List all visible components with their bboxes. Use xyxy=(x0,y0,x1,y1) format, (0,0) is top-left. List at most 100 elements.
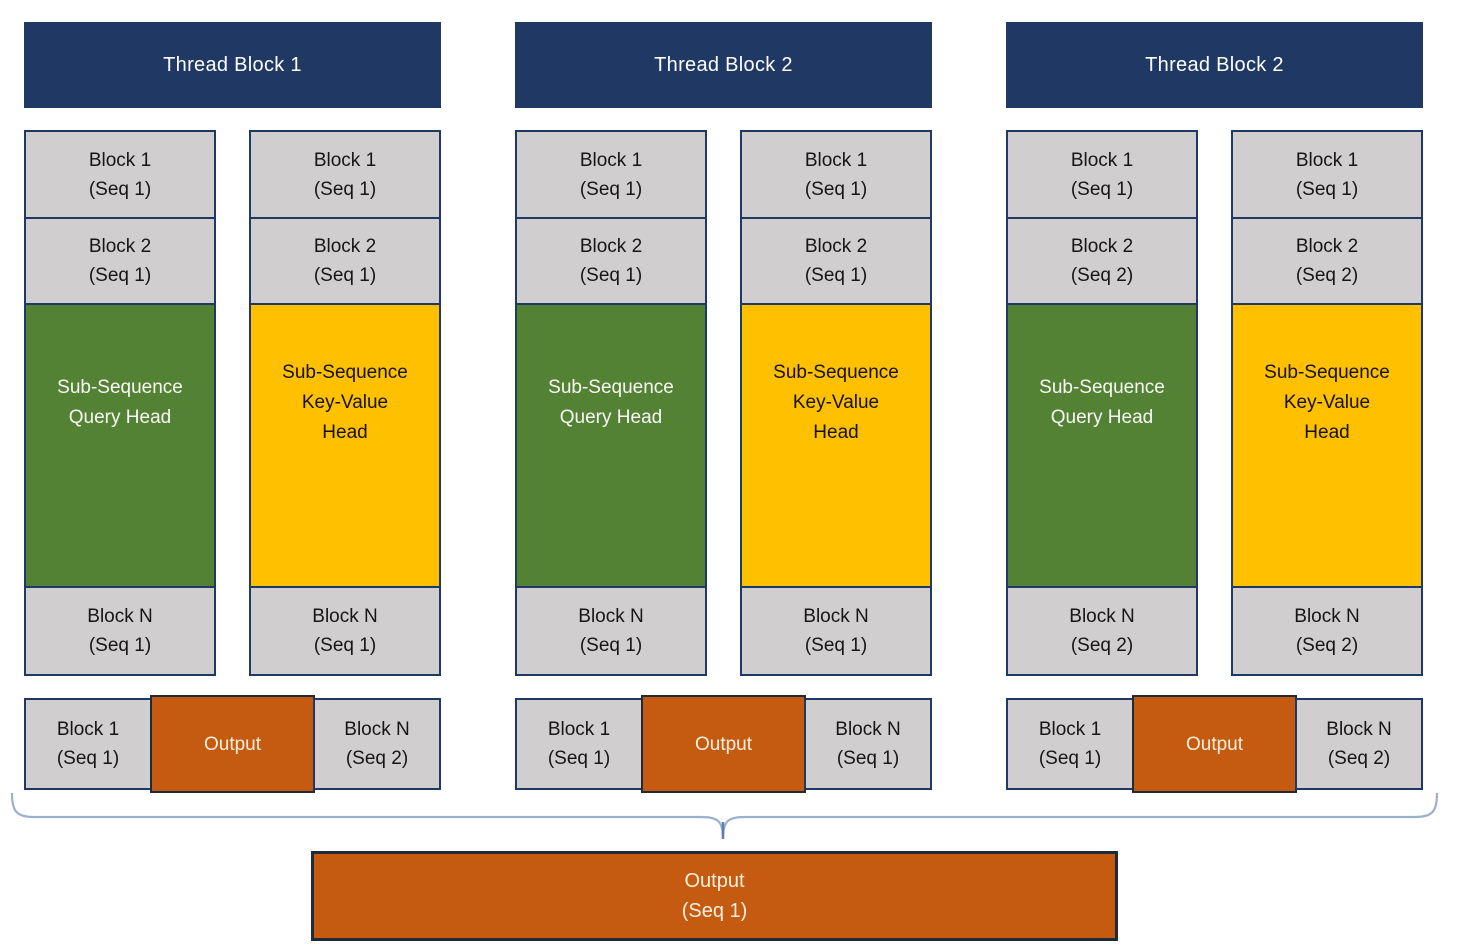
block-label-line: Block 2 xyxy=(88,236,152,257)
block-label-line: Block 1 xyxy=(88,149,152,171)
block-label-line: Block 1 xyxy=(1038,719,1102,740)
block-cell: Block 2 (Seq 2) xyxy=(1231,217,1423,305)
block-seq-line: (Seq 1) xyxy=(88,178,152,200)
block-label-line: Block N xyxy=(578,606,644,627)
head-label-line: Head xyxy=(1304,422,1350,443)
block-cell: Block N (Seq 1) xyxy=(740,586,932,676)
block-cell: Block 1 (Seq 1) xyxy=(1231,130,1423,219)
block-seq-line: (Seq 1) xyxy=(579,178,643,200)
block-cell: Block N (Seq 2) xyxy=(313,698,441,790)
block-seq-line: (Seq 2) xyxy=(1070,265,1134,286)
block-seq-line: (Seq 1) xyxy=(313,265,377,286)
block-label-line: Block 1 xyxy=(56,719,120,740)
block-label-line: Block 2 xyxy=(804,236,868,257)
block-label-line: Block N xyxy=(835,719,901,740)
head-label-line: Head xyxy=(322,422,368,443)
key-value-head-cell: Sub-Sequence Key-Value Head xyxy=(249,303,441,588)
head-label-line: Sub-Sequence xyxy=(1039,377,1165,398)
block-cell: Block 2 (Seq 1) xyxy=(249,217,441,305)
head-label-line: Key-Value xyxy=(792,392,880,413)
block-cell: Block N (Seq 1) xyxy=(515,586,707,676)
block-label-line: Block N xyxy=(87,606,153,627)
thread-block-header: Thread Block 2 xyxy=(1006,22,1423,108)
block-label-line: Block 2 xyxy=(313,236,377,257)
output-label: Output xyxy=(203,733,262,755)
thread-block-group-3: Thread Block 2 Block 1 (Seq 1) Block 2 (… xyxy=(1006,22,1423,793)
block-label-line: Block N xyxy=(803,606,869,627)
block-seq-line: (Seq 1) xyxy=(836,748,900,769)
block-seq-line: (Seq 1) xyxy=(313,635,377,656)
output-row: Block 1 (Seq 1) Output Block N (Seq 1) xyxy=(515,695,932,793)
thread-block-group-1: Thread Block 1 Block 1 (Seq 1) Block 2 (… xyxy=(24,22,441,793)
key-value-head-cell: Sub-Sequence Key-Value Head xyxy=(740,303,932,588)
block-seq-line: (Seq 1) xyxy=(88,265,152,286)
block-seq-line: (Seq 2) xyxy=(345,748,409,769)
block-cell: Block 1 (Seq 1) xyxy=(740,130,932,219)
block-cell: Block 1 (Seq 1) xyxy=(24,130,216,219)
final-output-block: Output (Seq 1) xyxy=(311,851,1118,941)
thread-block-title: Thread Block 2 xyxy=(654,53,793,76)
block-cell: Block 1 (Seq 1) xyxy=(1006,130,1198,219)
query-column: Block 1 (Seq 1) Block 2 (Seq 1) Sub-Sequ… xyxy=(515,130,707,676)
final-output-label: Output xyxy=(684,870,745,892)
block-seq-line: (Seq 2) xyxy=(1295,265,1359,286)
block-seq-line: (Seq 1) xyxy=(804,178,868,200)
block-label-line: Block 1 xyxy=(1070,149,1134,171)
head-label-line: Sub-Sequence xyxy=(1264,362,1390,383)
block-cell: Block 2 (Seq 1) xyxy=(515,217,707,305)
head-label-line: Sub-Sequence xyxy=(548,377,674,398)
block-cell: Block 1 (Seq 1) xyxy=(515,698,643,790)
query-head-cell: Sub-Sequence Query Head xyxy=(24,303,216,588)
block-seq-line: (Seq 1) xyxy=(313,178,377,200)
block-seq-line: (Seq 1) xyxy=(579,265,643,286)
block-seq-line: (Seq 1) xyxy=(579,635,643,656)
block-seq-line: (Seq 2) xyxy=(1070,635,1134,656)
thread-block-group-2: Thread Block 2 Block 1 (Seq 1) Block 2 (… xyxy=(515,22,932,793)
thread-block-header: Thread Block 2 xyxy=(515,22,932,108)
block-label-line: Block 1 xyxy=(804,149,868,171)
block-seq-line: (Seq 2) xyxy=(1295,635,1359,656)
output-cell: Output xyxy=(1132,695,1297,793)
block-cell: Block 2 (Seq 1) xyxy=(740,217,932,305)
block-label-line: Block 2 xyxy=(1070,236,1134,257)
output-label: Output xyxy=(694,733,753,755)
block-cell: Block N (Seq 1) xyxy=(804,698,932,790)
block-cell: Block N (Seq 2) xyxy=(1231,586,1423,676)
key-value-column: Block 1 (Seq 1) Block 2 (Seq 1) Sub-Sequ… xyxy=(740,130,932,676)
block-cell: Block N (Seq 1) xyxy=(249,586,441,676)
key-value-column: Block 1 (Seq 1) Block 2 (Seq 1) Sub-Sequ… xyxy=(249,130,441,676)
head-label-line: Head xyxy=(813,422,859,443)
block-cell: Block 2 (Seq 1) xyxy=(24,217,216,305)
block-seq-line: (Seq 2) xyxy=(1327,748,1391,769)
thread-block-title: Thread Block 1 xyxy=(163,53,302,76)
head-label-line: Query Head xyxy=(68,407,172,428)
block-label-line: Block 1 xyxy=(1295,149,1359,171)
head-label-line: Query Head xyxy=(559,407,663,428)
final-output-seq: (Seq 1) xyxy=(681,900,748,922)
query-column: Block 1 (Seq 1) Block 2 (Seq 2) Sub-Sequ… xyxy=(1006,130,1198,676)
head-label-line: Sub-Sequence xyxy=(282,362,408,383)
block-cell: Block 1 (Seq 1) xyxy=(249,130,441,219)
block-seq-line: (Seq 1) xyxy=(547,748,611,769)
output-label: Output xyxy=(1185,733,1244,755)
block-label-line: Block N xyxy=(344,719,410,740)
thread-block-title: Thread Block 2 xyxy=(1145,53,1284,76)
key-value-head-cell: Sub-Sequence Key-Value Head xyxy=(1231,303,1423,588)
block-seq-line: (Seq 1) xyxy=(56,748,120,769)
head-label-line: Query Head xyxy=(1050,407,1154,428)
key-value-column: Block 1 (Seq 1) Block 2 (Seq 2) Sub-Sequ… xyxy=(1231,130,1423,676)
block-seq-line: (Seq 1) xyxy=(1295,178,1359,200)
block-label-line: Block 2 xyxy=(579,236,643,257)
head-label-line: Key-Value xyxy=(1283,392,1371,413)
block-seq-line: (Seq 1) xyxy=(1070,178,1134,200)
block-label-line: Block N xyxy=(1326,719,1392,740)
block-seq-line: (Seq 1) xyxy=(88,635,152,656)
block-label-line: Block N xyxy=(1294,606,1360,627)
output-cell: Output xyxy=(641,695,806,793)
block-label-line: Block N xyxy=(312,606,378,627)
block-label-line: Block N xyxy=(1069,606,1135,627)
query-head-cell: Sub-Sequence Query Head xyxy=(1006,303,1198,588)
block-label-line: Block 1 xyxy=(547,719,611,740)
block-label-line: Block 2 xyxy=(1295,236,1359,257)
